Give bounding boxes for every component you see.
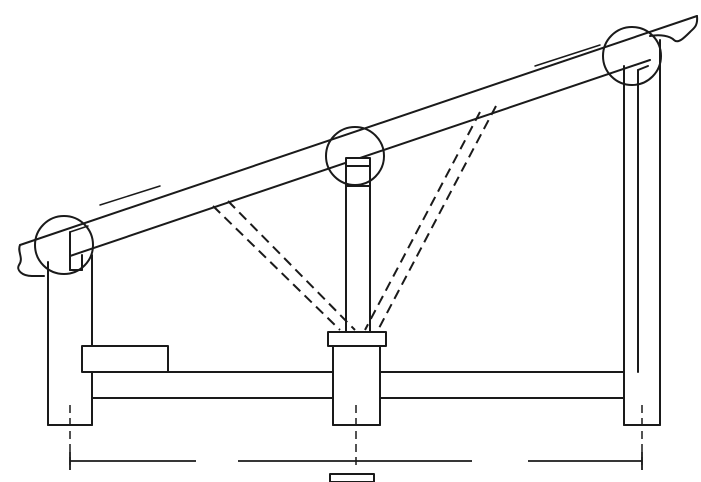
floor-beam bbox=[91, 371, 625, 399]
left-post bbox=[47, 225, 93, 426]
low-block bbox=[81, 345, 169, 373]
pier-cap bbox=[327, 331, 387, 426]
joint-circles bbox=[34, 26, 662, 275]
right-ridge-end bbox=[649, 15, 699, 43]
left-eave-end bbox=[17, 244, 45, 277]
roof-rafter bbox=[19, 15, 698, 257]
center-post bbox=[345, 157, 371, 333]
strut-braces bbox=[212, 105, 497, 331]
dimension-line bbox=[69, 452, 643, 482]
right-post bbox=[623, 39, 661, 426]
